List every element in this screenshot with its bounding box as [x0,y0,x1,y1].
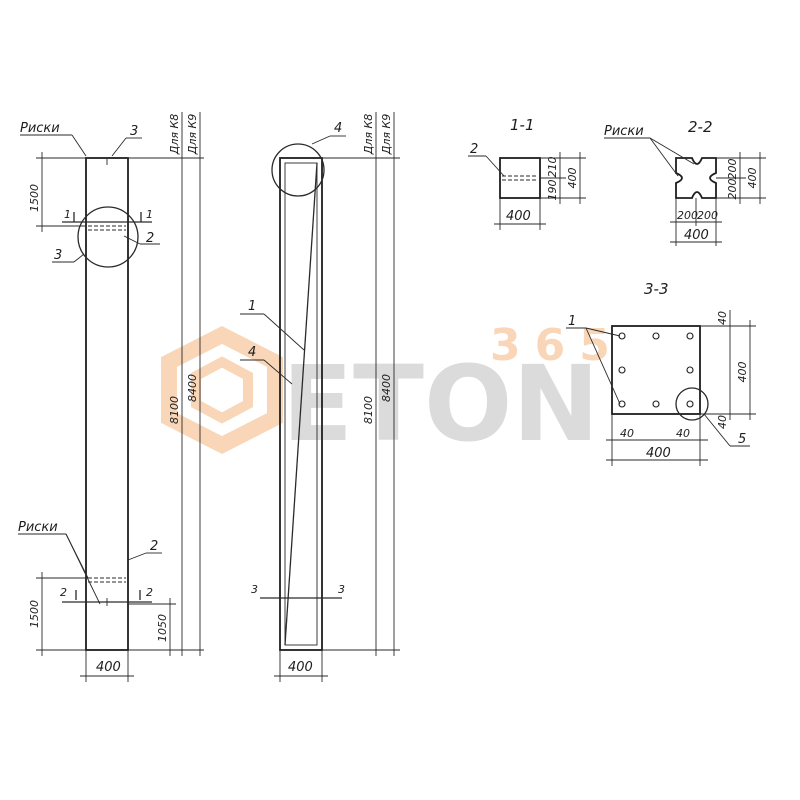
dim-400-w-sec22: 400 [684,228,709,243]
label-riski-bottom: Риски [18,520,58,535]
dim-k8: Для К8 [168,114,181,156]
dim-8100: 8100 [168,396,181,424]
section-1-1: 1-1 2 190 210 400 400 [468,116,586,230]
dim-k8-col2: Для К8 [362,114,375,156]
dim-200-c: 200 [677,209,698,222]
section-1-1-title: 1-1 [510,116,535,134]
dim-210: 210 [546,157,559,178]
dim-400-h-sec11: 400 [566,168,579,189]
dim-400-w-sec11: 400 [506,209,531,224]
dim-8400: 8400 [186,374,199,402]
dim-40-bottom-sec33: 40 [676,427,690,440]
callout-1: 1 [248,299,256,314]
dim-k9-col2: Для К9 [380,114,393,156]
dim-400-w-sec33: 400 [646,446,671,461]
section-2-label-right: 2 [146,586,153,599]
callout-3-circle: 3 [54,248,62,263]
section-3-3: 3-3 1 5 40 400 40 40 40 400 [566,280,756,466]
callout-2-mid: 2 [146,231,154,246]
detail-circle-4 [271,143,325,197]
watermark-logo-icon [161,326,283,454]
dim-1500-bottom: 1500 [28,600,41,628]
callout-4: 4 [248,345,256,360]
detail-circle-3 [77,206,139,268]
callout-4-top: 4 [334,121,342,136]
section-3-3-callout-5: 5 [738,432,746,447]
section-3-3-callout-1: 1 [568,314,576,329]
section-1-label-left: 1 [64,208,71,221]
dim-40-top-sec33: 40 [716,311,729,325]
dim-200-b: 200 [726,179,739,200]
callout-3-top: 3 [130,124,138,139]
section-3-label-right: 3 [338,583,345,596]
dim-200-d: 200 [697,209,718,222]
detail-circle-5 [675,387,709,421]
section-1-label-right: 1 [146,208,153,221]
watermark: ETON 365 [161,320,624,465]
dim-8100-col2: 8100 [362,396,375,424]
section-1-1-callout: 2 [470,142,478,157]
dim-k9: Для К9 [186,114,199,156]
column-front-view: 1 1 2 2 Риски 3 3 2 Риски 2 1500 [18,112,204,682]
dim-8400-col2: 8400 [380,374,393,402]
column-reinforcement-view: 3 3 4 1 4 8100 8400 Для К8 Для К9 400 [240,112,400,682]
section-2-label-left: 2 [60,586,67,599]
callout-2-bottom: 2 [150,539,158,554]
dim-190: 190 [546,180,559,201]
dim-1050: 1050 [156,614,169,642]
watermark-brand: ETON [282,343,599,465]
section-3-label-left: 3 [251,583,258,596]
label-riski-top: Риски [20,121,60,136]
dim-200-a: 200 [726,159,739,180]
dim-width-col2: 400 [288,660,313,675]
dim-400-h-sec33: 400 [736,362,749,383]
watermark-number: 365 [490,320,624,371]
dim-1500-top: 1500 [28,184,41,212]
dim-40-left-sec33: 40 [620,427,634,440]
dim-40-right-sec33: 40 [716,415,729,429]
section-3-3-title: 3-3 [644,280,669,298]
section-2-2: 2-2 Риски 200 200 400 200 200 400 [604,118,766,246]
section-2-2-title: 2-2 [688,118,713,136]
dim-400-h-sec22: 400 [746,168,759,189]
dim-width-col1: 400 [96,660,121,675]
label-riski-sec22: Риски [604,124,644,139]
